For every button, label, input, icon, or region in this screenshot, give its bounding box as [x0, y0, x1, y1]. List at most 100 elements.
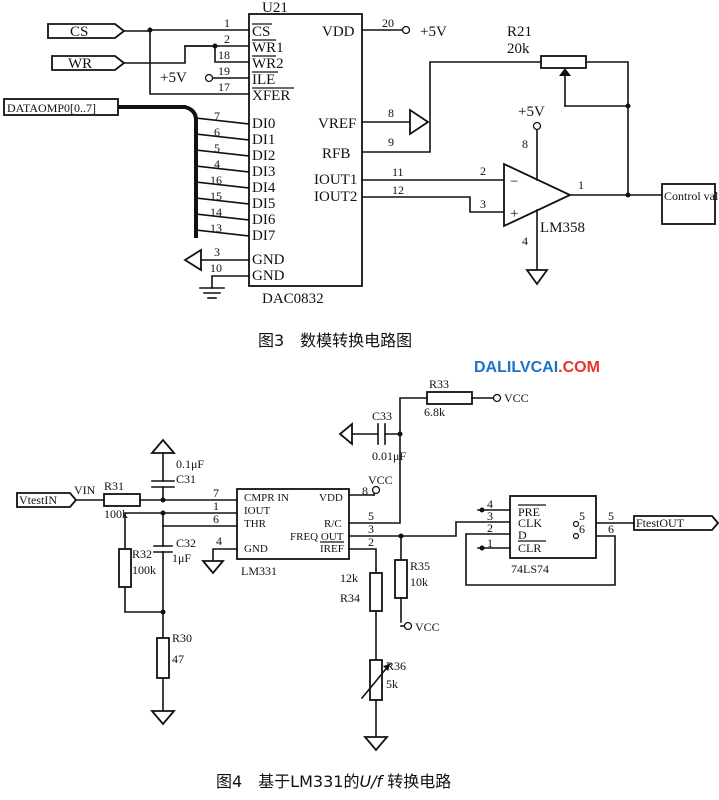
- dac-pin-8-num: 8: [388, 106, 394, 120]
- earth-ground-icon: [199, 287, 225, 299]
- vref-arrow-icon: [409, 108, 430, 136]
- lm331-ground-icon: [201, 560, 225, 575]
- ftestout-port: [633, 515, 719, 531]
- r21-wiper-arrow: [559, 68, 571, 76]
- rfb-wire: [361, 61, 542, 153]
- dac-pin-vref-name: VREF: [318, 116, 356, 132]
- cs-wire: [123, 29, 250, 32]
- data-bus-line: [118, 105, 198, 238]
- dac-pin-rfb-name: RFB: [322, 146, 350, 162]
- dac-pin-ile-name: ILE: [252, 72, 275, 88]
- lm331-vcc-terminal: [371, 485, 381, 495]
- cs-input-port: [47, 23, 126, 39]
- opamp-pin-3-num: 3: [480, 197, 486, 211]
- ls74-chip: [509, 495, 597, 559]
- iout2-wire: [361, 196, 505, 213]
- r32-value: 100k: [132, 563, 156, 577]
- dac-pin-3-num: 3: [214, 245, 220, 259]
- dac-pin-xfer-name: XFER: [252, 88, 290, 104]
- r30-ground-icon: [150, 710, 176, 726]
- ls74-pin-5-inner: 5: [579, 509, 585, 523]
- r32-resistor: [118, 548, 132, 588]
- lm331-pin-rc-name: R/C: [324, 518, 342, 530]
- dac-pin-10-num: 10: [210, 261, 222, 275]
- watermark-suffix: .COM: [558, 359, 600, 376]
- dac-pin-6-num: 6: [214, 125, 220, 139]
- data-bus-taps: [195, 117, 250, 237]
- opamp-name: LM358: [540, 220, 585, 236]
- dac-pin-vdd-name: VDD: [322, 24, 355, 40]
- cs-to-xfer-wire: [149, 29, 250, 95]
- dac-pin-wr1-name: WR1: [252, 40, 284, 56]
- ls74-pin-clk-name: CLK: [518, 516, 542, 530]
- lm331-chip: [236, 488, 350, 560]
- bus-tap-di5: [195, 197, 250, 205]
- junction-output: [625, 192, 631, 198]
- opamp-pin-1-num: 1: [578, 178, 584, 192]
- dac-pin-di1-name: DI1: [252, 132, 275, 148]
- r36-ref: R36: [386, 659, 406, 673]
- lm331-pin-iout-name: IOUT: [244, 505, 271, 517]
- junction-r32: [160, 609, 166, 615]
- bus-tap-di2: [195, 149, 250, 157]
- bus-tap-di3: [195, 165, 250, 173]
- c33-ground-icon: [338, 422, 353, 446]
- dac-pin-2-num: 2: [224, 32, 230, 46]
- c32-value: 1μF: [172, 551, 191, 565]
- dac-pin-iout2-name: IOUT2: [314, 189, 357, 205]
- wr-wire: [123, 45, 250, 64]
- r21-value: 20k: [507, 41, 530, 57]
- r33-ref: R33: [429, 377, 449, 391]
- dac-ref-label: U21: [262, 0, 288, 16]
- ls74-pin-3-num: 3: [487, 509, 493, 523]
- r32-bottom-wire: [124, 586, 164, 613]
- r35-vcc-label: VCC: [415, 620, 440, 634]
- r32-ref: R32: [132, 547, 152, 561]
- opamp-pin-2-num: 2: [480, 164, 486, 178]
- figure-4-vf-converter: LM331 CMPR IN IOUT THR GND VDD R/C FREQ …: [16, 377, 719, 791]
- figure-4-caption: 图4 基于LM331的U/f 转换电路: [216, 772, 451, 791]
- dac-pin-cs-name: CS: [252, 24, 270, 40]
- junction-wr: [212, 43, 218, 49]
- bus-tap-di1: [195, 133, 250, 141]
- figure-3-caption: 图3 数模转换电路图: [258, 331, 412, 350]
- r35-ref: R35: [410, 559, 430, 573]
- dac-pin-7-num: 7: [214, 109, 220, 123]
- lm331-pin-8-num: 8: [362, 484, 368, 498]
- r33-vcc-label: VCC: [504, 391, 529, 405]
- ls74-name: 74LS74: [511, 562, 549, 576]
- dac-pin-9-num: 9: [388, 135, 394, 149]
- vtestin-label: VtestIN: [19, 493, 57, 507]
- r21-right-wire: [585, 61, 629, 195]
- figure-4-caption-suffix: 转换电路: [382, 772, 451, 791]
- lm331-pin-6-num: 6: [213, 512, 219, 526]
- ls74-q-dot: [572, 520, 580, 528]
- iref-wire: [348, 548, 377, 574]
- r21-ref: R21: [507, 24, 532, 40]
- ls74-pin-1-num: 1: [487, 536, 493, 550]
- dac-pin-di4-name: DI4: [252, 180, 276, 196]
- watermark: DALILVCAI.COM: [474, 359, 600, 376]
- c33-ref: C33: [372, 409, 392, 423]
- ls74-pin-2-num: 2: [487, 521, 493, 535]
- lm331-pin-freqout-name: FREQ OUT: [290, 531, 344, 543]
- opamp-vcc-terminal: [532, 121, 542, 131]
- lm331-name-label: LM331: [241, 564, 277, 578]
- r31-resistor: [103, 493, 141, 507]
- dac-pin-12-num: 12: [392, 183, 404, 197]
- ls74-pin-pre-name: PRE: [518, 505, 540, 519]
- lm331-pin-iref-name: IREF: [320, 543, 344, 555]
- r34-resistor: [369, 572, 383, 612]
- lm331-gnd-wire: [212, 548, 238, 562]
- dac-pin-wr2-name: WR2: [252, 56, 284, 72]
- figure-4-caption-italic: U/f: [359, 772, 384, 791]
- r31-value: 100k: [104, 507, 128, 521]
- ls74-pin-4-num: 4: [487, 497, 493, 511]
- r36-value: 5k: [386, 677, 398, 691]
- r30-ref: R30: [172, 631, 192, 645]
- watermark-text: DALILVCAI: [474, 359, 558, 376]
- lm331-pin-1-num: 1: [213, 499, 219, 513]
- data-bus-label: DATAOMP0[0..7]: [7, 101, 96, 115]
- dac-pin-di3-name: DI3: [252, 164, 275, 180]
